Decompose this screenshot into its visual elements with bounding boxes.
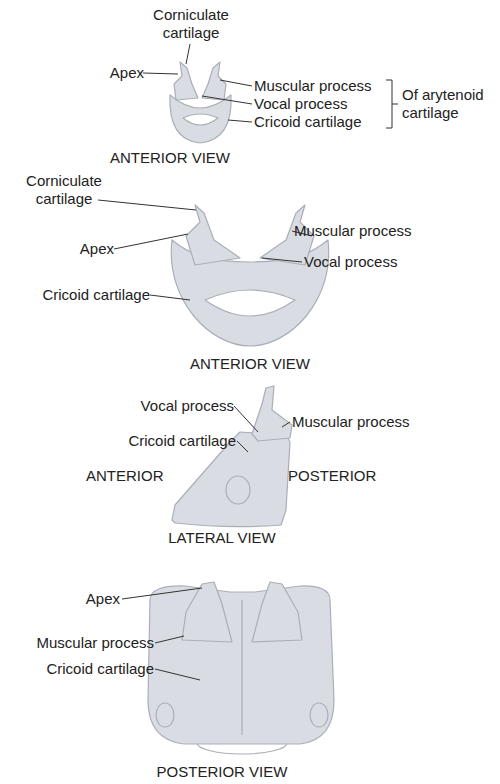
view-caption: LATERAL VIEW bbox=[152, 529, 292, 547]
part-label: Cricoid cartilage bbox=[90, 432, 236, 450]
view-caption: POSTERIOR VIEW bbox=[142, 763, 302, 781]
group-label: Of arytenoid cartilage bbox=[402, 86, 492, 122]
part-label: Muscular process bbox=[294, 222, 434, 240]
part-label: Vocal process bbox=[100, 397, 234, 415]
part-label: Vocal process bbox=[304, 253, 434, 271]
part-label: Vocal process bbox=[254, 95, 384, 113]
cricoid-small-anterior bbox=[170, 95, 231, 143]
part-label: Muscular process bbox=[254, 77, 394, 95]
part-label: Apex bbox=[70, 590, 120, 608]
part-label: Apex bbox=[100, 64, 144, 82]
part-label: Apex bbox=[70, 240, 114, 258]
part-label: Cricoid cartilage bbox=[8, 660, 154, 678]
part-label: Muscular process bbox=[292, 413, 432, 431]
part-label: Cricoid cartilage bbox=[4, 286, 150, 304]
part-label: Cricoid cartilage bbox=[254, 113, 394, 131]
view-caption: ANTERIOR VIEW bbox=[180, 355, 320, 373]
direction-label: POSTERIOR bbox=[288, 467, 398, 485]
view-caption: ANTERIOR VIEW bbox=[100, 149, 240, 167]
part-label: Muscular process bbox=[10, 634, 154, 652]
arytenoid-small-anterior bbox=[174, 62, 226, 100]
cricoid-posterior bbox=[148, 586, 334, 754]
part-label: Corniculate cartilage bbox=[18, 172, 110, 208]
leader-lines bbox=[98, 44, 398, 680]
part-label: Corniculate cartilage bbox=[148, 6, 234, 42]
arytenoid-posterior bbox=[182, 582, 302, 642]
direction-label: ANTERIOR bbox=[86, 467, 176, 485]
arytenoid-lateral bbox=[252, 386, 292, 441]
